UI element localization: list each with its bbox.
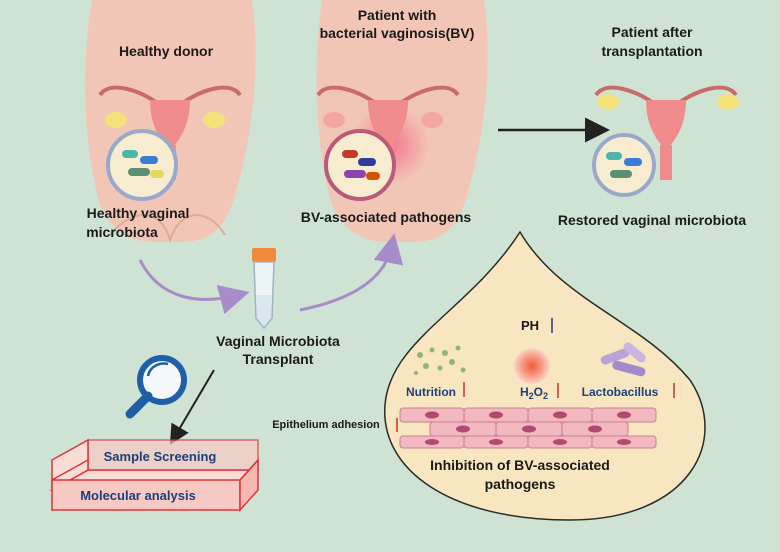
test-tube-icon [252, 248, 276, 330]
inhibition-label-line2: pathogens [485, 476, 556, 492]
after-transplant-label-line2: transplantation [601, 43, 702, 59]
pathogen-bubble-icon [324, 129, 396, 201]
h2o2-o: O [534, 385, 543, 399]
analysis-arrow [169, 369, 215, 445]
restored-label: Restored vaginal microbiota [558, 212, 746, 228]
molecular-analysis-label: Molecular analysis [80, 488, 196, 503]
vmt-label-line2: Transplant [243, 351, 314, 367]
restored-patient-uterus [592, 85, 739, 197]
healthy-donor-torso [85, 0, 256, 244]
ph-label: PH [521, 318, 539, 333]
tube-to-patient-arrow [299, 233, 404, 312]
nutrition-label: Nutrition [406, 385, 456, 399]
magnifier-icon [125, 355, 187, 419]
bv-patient-label-line1: Patient with [358, 7, 437, 23]
sample-screening-label: Sample Screening [104, 449, 217, 464]
inhibition-label-line1: Inhibition of BV-associated [430, 457, 610, 473]
bv-patient-label-line2: bacterial vaginosis(BV) [320, 25, 475, 41]
restored-bubble-icon [592, 133, 656, 197]
h2o2-icon [514, 348, 550, 384]
h2o2-h: H [520, 385, 529, 399]
epithelium-cells [399, 407, 657, 449]
h2o2-sub1: 2 [529, 391, 534, 401]
donor-to-tube-arrow [138, 259, 250, 315]
healthy-microbiota-label-line2: microbiota [86, 224, 158, 240]
analysis-box [49, 438, 260, 512]
healthy-donor-label: Healthy donor [119, 43, 214, 59]
bv-patient-torso [316, 0, 488, 242]
microbiota-bubble-icon [106, 129, 178, 201]
healthy-microbiota-label-line1: Healthy vaginal [87, 205, 190, 221]
h2o2-label: H2O2 [520, 385, 548, 401]
lactobacillus-icon [600, 342, 646, 377]
nutrition-icon [414, 345, 466, 375]
epithelium-label: Epithelium adhesion [272, 419, 380, 431]
bv-pathogens-label: BV-associated pathogens [301, 209, 472, 225]
vmt-label-line1: Vaginal Microbiota [216, 333, 340, 349]
h2o2-sub2: 2 [543, 391, 548, 401]
after-transplant-label-line1: Patient after [612, 24, 693, 40]
lactobacillus-label: Lactobacillus [582, 385, 659, 399]
